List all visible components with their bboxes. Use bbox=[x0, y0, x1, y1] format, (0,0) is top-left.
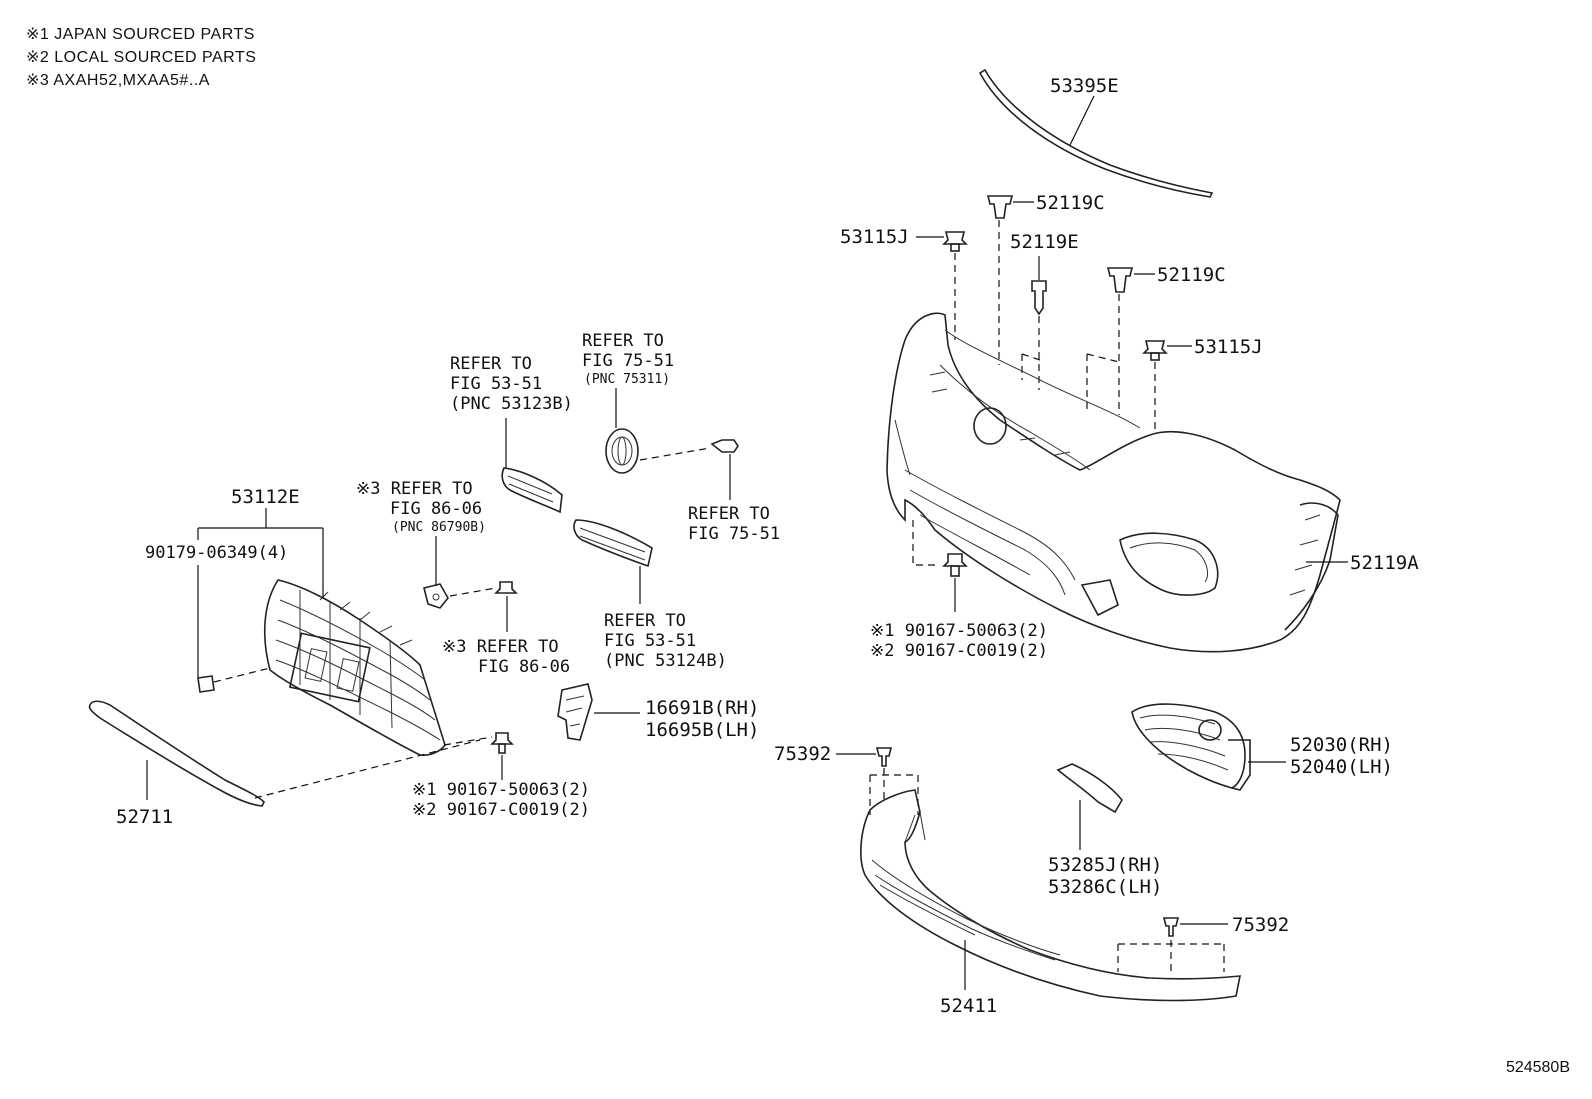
ref-86790B-line1: ※3 REFER TO bbox=[356, 479, 473, 499]
grille-upper-53123B[interactable] bbox=[501, 467, 563, 514]
grille-lower-53124B[interactable] bbox=[573, 519, 653, 568]
label-16691B: 16691B(RH) bbox=[645, 697, 759, 719]
fog-lamp-cover-52030[interactable] bbox=[1131, 703, 1251, 791]
label-52119A: 52119A bbox=[1350, 552, 1419, 574]
ref-53124B-line3: (PNC 53124B) bbox=[604, 651, 727, 671]
clip-52119C-right[interactable] bbox=[1106, 267, 1134, 293]
label-53286C: 53286C(LH) bbox=[1048, 876, 1162, 898]
bracket-16691B[interactable] bbox=[557, 683, 593, 741]
clip-90179-06349[interactable] bbox=[197, 675, 215, 693]
lower-spoiler-52411[interactable] bbox=[860, 789, 1241, 1002]
label-16695B: 16695B(LH) bbox=[645, 719, 759, 741]
label-bumper-clip-local: ※2 90167-C0019(2) bbox=[870, 641, 1048, 661]
label-52411: 52411 bbox=[940, 995, 997, 1017]
ref-53123B-line2: FIG 53-51 bbox=[450, 374, 542, 394]
label-75392-left: 75392 bbox=[774, 743, 831, 765]
label-90179-06349: 90179-06349(4) bbox=[145, 543, 288, 563]
clip-52119C-top[interactable] bbox=[986, 195, 1014, 219]
label-53395E: 53395E bbox=[1050, 75, 1119, 97]
clip-53115J-right[interactable] bbox=[1142, 340, 1168, 361]
bumper-cover-52119A[interactable] bbox=[886, 312, 1341, 653]
label-bumper-clip-japan: ※1 90167-50063(2) bbox=[870, 621, 1048, 641]
footnote-model-codes: ※3 AXAH52,MXAA5#..A bbox=[26, 72, 210, 89]
molding-strip-53395E[interactable] bbox=[978, 68, 1214, 198]
footnote-japan-sourced: ※1 JAPAN SOURCED PARTS bbox=[26, 26, 255, 43]
label-52030: 52030(RH) bbox=[1290, 734, 1393, 756]
ref-7551-b-line2: FIG 75-51 bbox=[688, 524, 780, 544]
label-52040: 52040(LH) bbox=[1290, 756, 1393, 778]
radiator-grille-53112E[interactable] bbox=[263, 579, 446, 756]
clip-bumper-lower[interactable] bbox=[942, 553, 968, 577]
diagram-code: 524580B bbox=[1505, 1059, 1570, 1076]
label-53115J-right: 53115J bbox=[1194, 336, 1263, 358]
footnote-local-sourced: ※2 LOCAL SOURCED PARTS bbox=[26, 49, 257, 66]
label-53112E: 53112E bbox=[231, 486, 300, 508]
ref-75311-line3: (PNC 75311) bbox=[584, 372, 670, 387]
label-52711: 52711 bbox=[116, 806, 173, 828]
ref-7551-b-line1: REFER TO bbox=[688, 504, 770, 524]
ref-86790B-line3: (PNC 86790B) bbox=[392, 520, 486, 535]
clip-grille-lower[interactable] bbox=[490, 732, 514, 754]
emblem-75311[interactable] bbox=[605, 428, 639, 474]
label-52119E: 52119E bbox=[1010, 231, 1079, 253]
ref-75311-line1: REFER TO bbox=[582, 331, 664, 351]
screw-52119E[interactable] bbox=[1031, 280, 1047, 316]
footnotes: ※1 JAPAN SOURCED PARTS ※2 LOCAL SOURCED … bbox=[26, 23, 256, 92]
label-75392-right: 75392 bbox=[1232, 914, 1289, 936]
clip-53115J-left[interactable] bbox=[942, 231, 968, 252]
ref-86790B-line2: FIG 86-06 bbox=[390, 499, 482, 519]
screw-emblem[interactable] bbox=[710, 439, 739, 453]
label-grille-clip-japan: ※1 90167-50063(2) bbox=[412, 780, 590, 800]
molding-52711[interactable] bbox=[88, 700, 265, 807]
label-grille-clip-local: ※2 90167-C0019(2) bbox=[412, 800, 590, 820]
label-52119C-top: 52119C bbox=[1036, 192, 1105, 214]
label-53285J: 53285J(RH) bbox=[1048, 854, 1162, 876]
clip-75392-right[interactable] bbox=[1162, 917, 1180, 937]
ref-53124B-line2: FIG 53-51 bbox=[604, 631, 696, 651]
ref-53124B-line1: REFER TO bbox=[604, 611, 686, 631]
screw-sensor[interactable] bbox=[494, 581, 518, 594]
clip-75392-left[interactable] bbox=[875, 747, 893, 767]
label-53115J-left: 53115J bbox=[840, 226, 909, 248]
ref-8606-b-line2: FIG 86-06 bbox=[478, 657, 570, 677]
ref-75311-line2: FIG 75-51 bbox=[582, 351, 674, 371]
ref-53123B-line1: REFER TO bbox=[450, 354, 532, 374]
fog-cover-53285J[interactable] bbox=[1056, 763, 1123, 814]
ref-53123B-line3: (PNC 53123B) bbox=[450, 394, 573, 414]
sensor-bracket-86790B[interactable] bbox=[423, 583, 449, 609]
label-52119C-right: 52119C bbox=[1157, 264, 1226, 286]
ref-8606-b-line1: ※3 REFER TO bbox=[442, 637, 559, 657]
